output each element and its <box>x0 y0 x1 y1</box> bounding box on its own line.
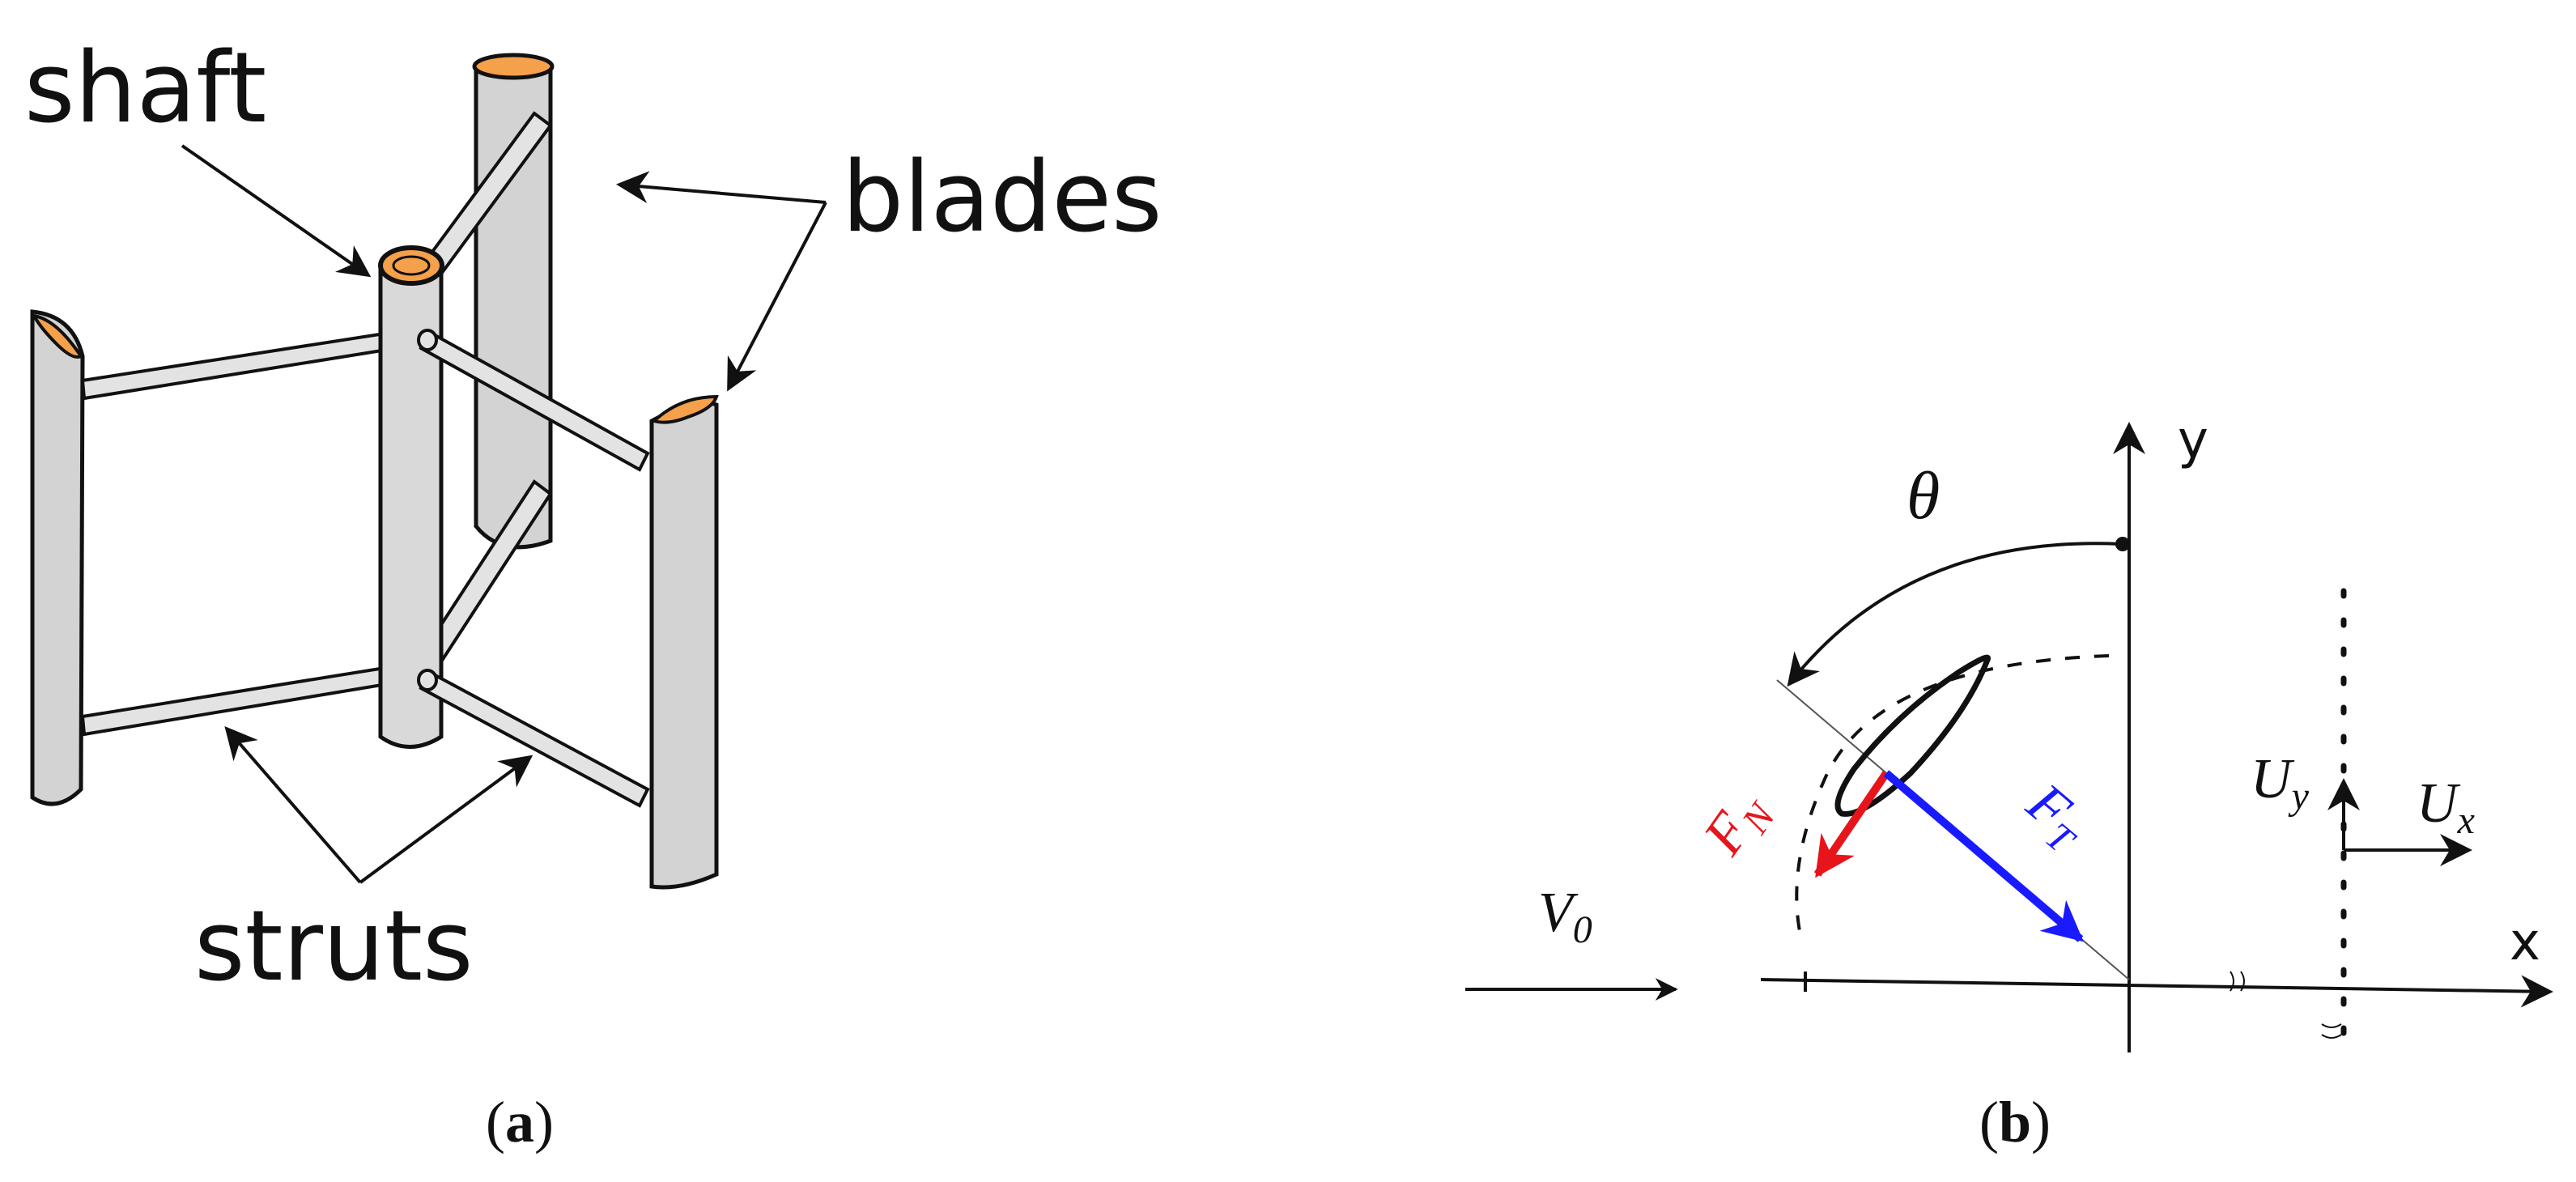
shaft <box>378 245 444 749</box>
x-axis-break <box>2230 971 2245 992</box>
struts-leader-1 <box>224 725 362 884</box>
ft-label: FT <box>2010 772 2101 863</box>
shaft-label: shaft <box>24 32 266 145</box>
airfoil <box>1834 654 1992 817</box>
strut <box>80 331 389 401</box>
x-axis-label: x <box>2510 912 2540 972</box>
panel-a: shaft blades struts (a) <box>24 32 1163 1154</box>
left-blade <box>30 309 85 806</box>
theta-origin-dot <box>2115 537 2130 551</box>
blades-label: blades <box>842 142 1163 254</box>
dotted-line-break <box>2321 1023 2342 1039</box>
fn-arrow <box>1813 771 1890 878</box>
uy-label: Uy <box>2251 748 2310 818</box>
strut <box>417 329 650 472</box>
theta-label: θ <box>1906 458 1940 534</box>
ux-label: Ux <box>2417 772 2475 842</box>
y-axis-label: y <box>2178 410 2208 470</box>
caption-b: (b) <box>1979 1090 2051 1154</box>
struts-label: struts <box>194 891 474 1003</box>
shaft-leader <box>181 144 372 278</box>
fn-label: FN <box>1691 778 1785 870</box>
blades-leader-2 <box>727 202 827 392</box>
orbit-path <box>1795 654 2110 940</box>
ft-arrow <box>1883 770 2084 942</box>
front-blade <box>649 394 719 890</box>
struts-leader-2 <box>359 755 533 884</box>
strut <box>80 665 389 737</box>
blades-leader-1 <box>616 171 827 204</box>
x-axis <box>1760 975 2553 1008</box>
theta-arc <box>1787 542 2122 687</box>
v0-label: V0 <box>1538 882 1592 951</box>
panel-b: y x θ FN FT V0 <box>1465 410 2553 1154</box>
strut <box>417 669 650 808</box>
caption-a: (a) <box>486 1090 554 1154</box>
